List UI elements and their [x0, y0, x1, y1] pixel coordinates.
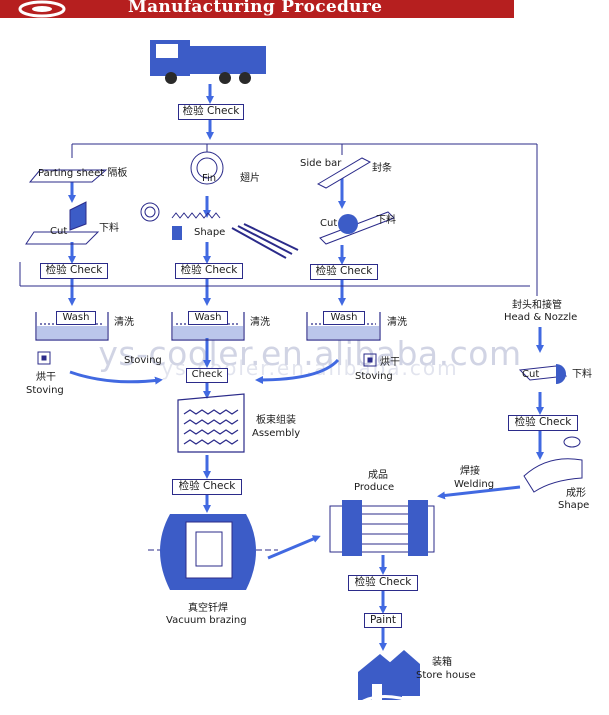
vacuum-cn-label: 真空钎焊 — [188, 603, 228, 614]
head-shape-cn-label: 成形 — [566, 488, 586, 499]
partition-stoving-cn-label: 烘干 — [36, 372, 56, 383]
flow-arrows — [68, 84, 544, 651]
fin-shape-label: Shape — [194, 227, 226, 238]
fin-coil-icon — [140, 151, 299, 259]
side-bar-stoving-label: Stoving — [355, 371, 393, 382]
fin-wash-cn-label: 清洗 — [250, 317, 270, 328]
partition-stoving-label: Stoving — [26, 385, 64, 396]
partition-cut-label: Cut — [50, 226, 68, 237]
head-cut-cn-label: 下料 — [572, 369, 592, 380]
vacuum-label: Vacuum brazing — [166, 615, 247, 626]
side-bar-wash-cn-label: 清洗 — [387, 317, 407, 328]
parting-sheet-label: Parting sheet 隔板 — [38, 168, 128, 179]
head-shape-label: Shape — [558, 500, 590, 511]
partition-cut-cn-label: 下料 — [99, 223, 119, 234]
top-check-box: 检验 Check — [178, 104, 244, 120]
distribution-lines — [19, 143, 538, 296]
welding-label: Welding — [454, 479, 495, 490]
head-nozzle-label: Head & Nozzle — [504, 312, 578, 323]
side-bar-wash-box: Wash — [323, 311, 365, 325]
side-bar-label: Side bar — [300, 158, 342, 169]
wash-tank-fill — [37, 326, 379, 339]
parting-sheet-icon — [25, 169, 108, 245]
head-nozzle-cn-label: 封头和接管 — [512, 300, 562, 311]
header-banner: Manufacturing Procedure — [0, 0, 514, 18]
partition-check-box: 检验 Check — [40, 263, 108, 279]
side-bar-cut-cn-label: 下料 — [376, 215, 396, 226]
paint-box: Paint — [364, 613, 402, 628]
assembly-cn-label: 板束组装 — [256, 415, 296, 426]
partition-wash-cn-label: 清洗 — [114, 317, 134, 328]
store-house-icon — [357, 650, 420, 706]
side-bar-cn-label: 封条 — [372, 163, 392, 174]
side-bar-stoving-cn-label: 烘干 — [380, 357, 400, 368]
core-check-box: Check — [186, 368, 228, 383]
partition-wash-box: Wash — [56, 311, 96, 325]
produce-cn-label: 成品 — [368, 470, 388, 481]
side-bar-check-box: 检验 Check — [310, 264, 378, 280]
assembly-check-box: 检验 Check — [172, 479, 242, 495]
page-title: Manufacturing Procedure — [128, 0, 383, 17]
head-cut-label: Cut — [522, 369, 540, 380]
company-logo — [18, 0, 66, 18]
head-check-box: 检验 Check — [508, 415, 578, 431]
fin-label: Fin — [202, 173, 217, 184]
side-bar-cut-label: Cut — [320, 218, 338, 229]
store-cn-label: 装箱 — [432, 657, 452, 668]
produce-label: Produce — [354, 482, 395, 493]
stoving-icons — [37, 351, 377, 367]
fin-check-box: 检验 Check — [175, 263, 243, 279]
store-house-label: Store house — [416, 670, 476, 681]
assembly-stack-icon — [177, 393, 245, 453]
welding-cn-label: 焊接 — [460, 466, 480, 477]
fin-stoving-label: Stoving — [124, 355, 162, 366]
fin-wash-box: Wash — [188, 311, 228, 325]
vacuum-furnace-icon — [148, 514, 278, 590]
produce-exchanger-icon — [329, 500, 435, 556]
final-check-box: 检验 Check — [348, 575, 418, 591]
side-bar-icon — [316, 157, 395, 245]
fin-cn-label: 翅片 — [240, 173, 260, 184]
truck-icon — [150, 40, 266, 84]
assembly-label: Assembly — [252, 428, 301, 439]
head-parts-icon — [518, 364, 583, 493]
